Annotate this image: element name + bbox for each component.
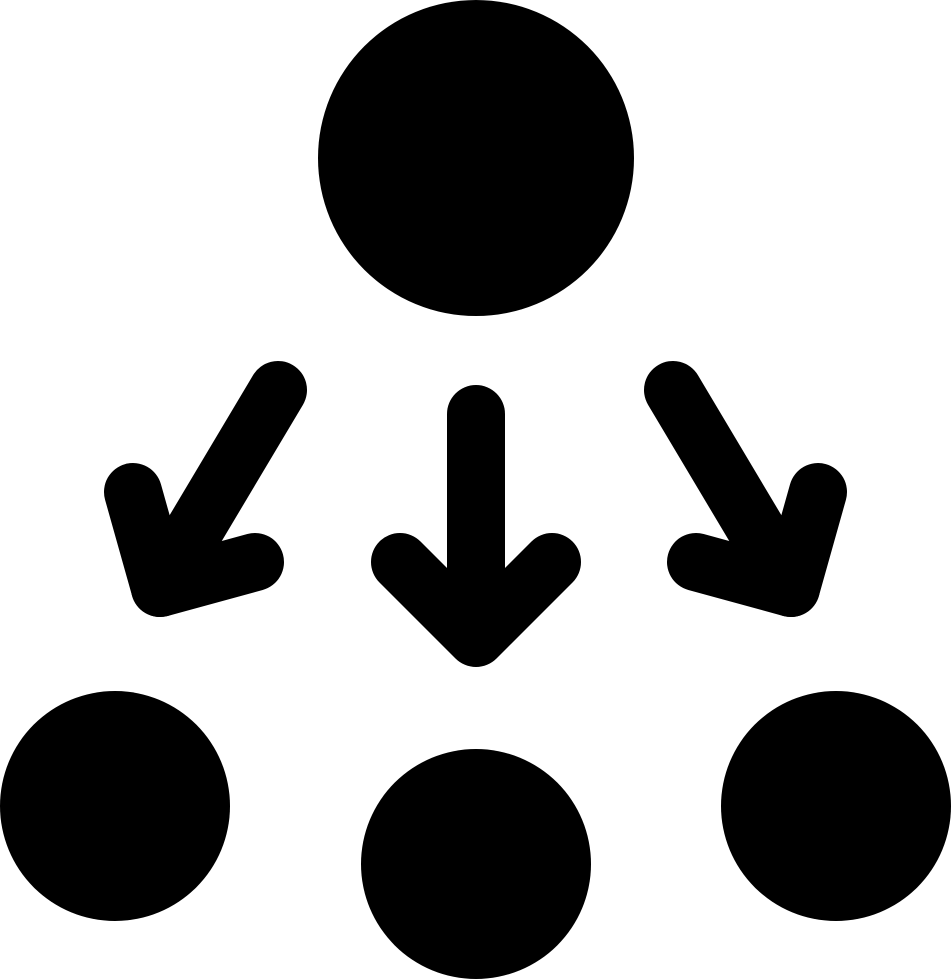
target-node-center-circle [361,749,591,979]
arrow-down-icon [371,385,581,667]
arrow-down-left-icon [104,361,307,617]
target-node-right-circle [721,691,951,921]
arrow-down-right-icon [644,361,847,617]
target-node-left-circle [0,691,230,921]
source-node-circle [318,0,634,316]
